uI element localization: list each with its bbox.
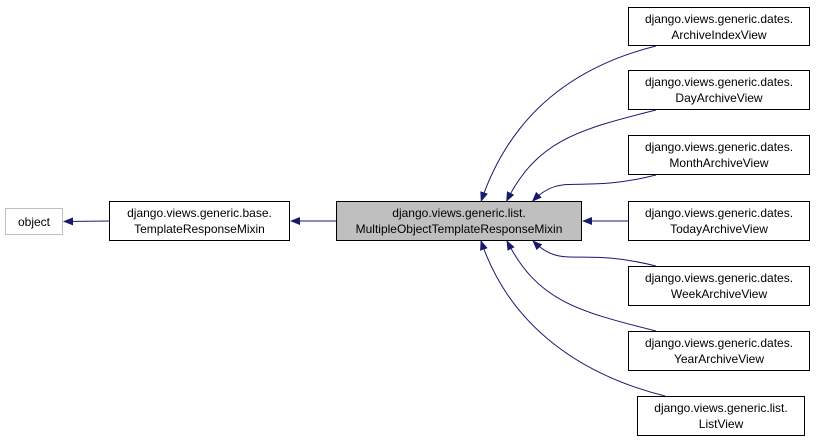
inheritance-edge [63,217,110,226]
inheritance-edge [480,240,666,397]
node-month-archive-view[interactable]: django.views.generic.dates. MonthArchiveV… [628,135,810,175]
inheritance-edge [480,45,657,202]
node-year-archive-view[interactable]: django.views.generic.dates. YearArchiveVi… [628,331,810,371]
node-label-line: django.views.generic.dates. [644,140,794,154]
node-template-response-mixin[interactable]: django.views.generic.base. TemplateRespon… [109,201,290,241]
node-label-line: django.views.generic.base. [127,206,272,220]
node-label-line: MonthArchiveView [669,156,769,170]
inheritance-edge [531,174,657,202]
node-label-line: TodayArchiveView [670,222,768,236]
node-object[interactable]: object [5,208,63,235]
node-label-line: django.views.generic.dates. [644,11,794,26]
node-label-line: django.views.generic.dates. [644,336,794,350]
node-label-line: django.views.generic.list. [654,401,788,415]
node-label-line: django.views.generic.dates. [644,271,794,285]
node-label-line: django.views.generic.list. [392,206,526,220]
node-multiple-object-template-response-mixin: django.views.generic.list. MultipleObject… [336,201,582,241]
node-label-line: MultipleObjectTemplateResponseMixin [355,222,563,236]
inheritance-edge [532,240,657,267]
node-label-line: django.views.generic.dates. [644,206,794,220]
node-label-line: WeekArchiveView [670,287,768,301]
node-label-line: object [17,214,51,229]
node-label-line: YearArchiveView [673,352,765,366]
node-label-line: ListView [698,417,744,431]
inheritance-edge [506,240,657,332]
node-list-view[interactable]: django.views.generic.list. ListView [637,396,805,436]
inheritance-edge [506,109,657,202]
node-day-archive-view[interactable]: django.views.generic.dates. DayArchiveVie… [628,70,810,110]
node-archive-index-view[interactable]: django.views.generic.dates.ArchiveIndexV… [628,7,810,46]
node-label-line: django.views.generic.dates. [644,75,794,89]
node-week-archive-view[interactable]: django.views.generic.dates. WeekArchiveVi… [628,266,810,306]
node-today-archive-view[interactable]: django.views.generic.dates. TodayArchiveV… [628,201,810,241]
node-label-line: ArchiveIndexView [671,27,767,42]
node-label-line: TemplateResponseMixin [134,222,265,236]
node-label-line: DayArchiveView [675,91,763,105]
